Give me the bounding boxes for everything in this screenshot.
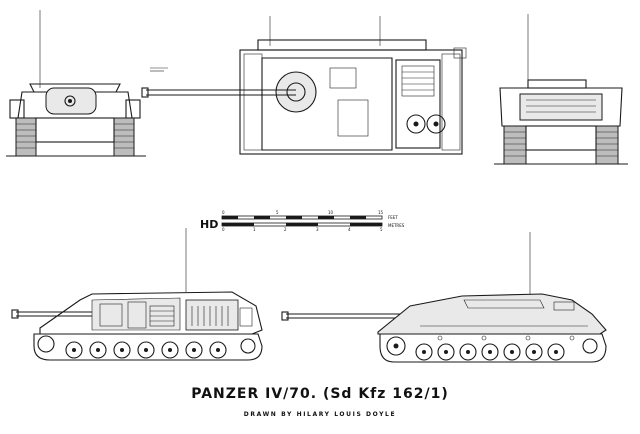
cutaway-fighting-compartment (91, 297, 181, 331)
top-commander-hatch (329, 67, 357, 89)
top-exhaust (453, 47, 467, 59)
metre-tick-3: 3 (316, 227, 319, 232)
top-loader-hatch (337, 99, 369, 137)
front-track-links (16, 123, 134, 149)
side-road-wheel-4 (481, 343, 499, 361)
metre-tick-2: 2 (284, 227, 287, 232)
feet-tick-10: 10 (328, 210, 334, 215)
cutaway-track (33, 333, 263, 361)
rear-view (494, 14, 628, 165)
side-return-roller-4 (569, 335, 575, 341)
side-road-wheel-2 (437, 343, 455, 361)
rear-track-links (504, 131, 618, 157)
cutaway-road-wheel-7 (209, 341, 227, 359)
top-grille-slats (402, 71, 434, 91)
side-return-roller-1 (437, 335, 443, 341)
metres-label: METRES (388, 223, 405, 228)
side-road-wheel-5 (503, 343, 521, 361)
cutaway-crew-seat (127, 301, 147, 329)
rear-roof (527, 79, 587, 89)
top-mantlet-inner (286, 82, 306, 102)
side-road-wheel-3 (459, 343, 477, 361)
top-hull-outline (239, 49, 463, 155)
top-fan-right (426, 114, 446, 134)
feet-tick-15: 15 (378, 210, 384, 215)
rear-plate (519, 93, 603, 121)
rear-plate-details (526, 99, 596, 113)
cutaway-road-wheel-2 (89, 341, 107, 359)
top-muzzle (141, 87, 149, 98)
cutaway-gun-breech (99, 303, 123, 327)
side-roof-hatch (463, 299, 545, 309)
top-right-track-guard (441, 53, 461, 151)
drawing-credit: DRAWN BY HILARY LOUIS DOYLE (243, 411, 397, 418)
feet-tick-0: 0 (222, 210, 225, 215)
metre-tick-5: 5 (380, 227, 383, 232)
drawing-reference-mark (150, 67, 168, 72)
front-gun-barrel (64, 95, 76, 107)
rear-lower-hull (525, 125, 597, 151)
cutaway-idler-wheel (240, 338, 256, 354)
side-road-wheel-1 (415, 343, 433, 361)
front-left-schurzen (9, 99, 25, 119)
top-left-track-guard (243, 53, 263, 151)
cutaway-road-wheel-4 (137, 341, 155, 359)
cutaway-ammo-rounds (150, 310, 174, 322)
side-track (379, 333, 607, 363)
top-engine-deck (395, 59, 441, 149)
top-front-plate (257, 39, 427, 51)
top-gun-mantlet (275, 71, 317, 113)
side-road-wheel-6 (525, 343, 543, 361)
side-engine-deck (553, 301, 575, 311)
right-side-view (281, 232, 607, 363)
side-return-roller-3 (525, 335, 531, 341)
front-view (6, 10, 146, 157)
cutaway-road-wheel-1 (65, 341, 83, 359)
drawing-title: PANZER IV/70. (Sd Kfz 162/1) (191, 386, 449, 402)
feet-label: FEET (388, 215, 398, 220)
top-fighting-compartment (261, 57, 393, 151)
cutaway-road-wheel-3 (113, 341, 131, 359)
monogram: HD (200, 218, 218, 231)
side-idler-wheel (582, 338, 598, 354)
metre-tick-1: 1 (253, 227, 256, 232)
metre-tick-4: 4 (348, 227, 351, 232)
scale-bar: 0 5 10 15 FEET 0 1 2 3 4 5 METRES (221, 210, 405, 232)
cutaway-engine (185, 299, 239, 331)
cutaway-muzzle (11, 309, 19, 319)
side-road-wheel-7 (547, 343, 565, 361)
side-drive-sprocket (386, 336, 406, 356)
top-fan-left (406, 114, 426, 134)
cutaway-engine-cylinders (191, 306, 229, 326)
cutaway-radiator (239, 307, 253, 327)
left-side-cutaway-view (11, 228, 263, 361)
cutaway-road-wheel-5 (161, 341, 179, 359)
top-view (141, 16, 467, 155)
top-engine-grille (401, 65, 435, 97)
rear-hull (499, 87, 623, 127)
side-return-roller-2 (481, 335, 487, 341)
front-gun-muzzle (68, 99, 72, 103)
front-lower-hull (35, 117, 115, 143)
side-muzzle (281, 311, 289, 321)
metre-tick-0: 0 (222, 227, 225, 232)
cutaway-road-wheel-6 (185, 341, 203, 359)
cutaway-drive-sprocket (37, 335, 55, 353)
feet-tick-5: 5 (276, 210, 279, 215)
front-right-schurzen (125, 99, 141, 119)
